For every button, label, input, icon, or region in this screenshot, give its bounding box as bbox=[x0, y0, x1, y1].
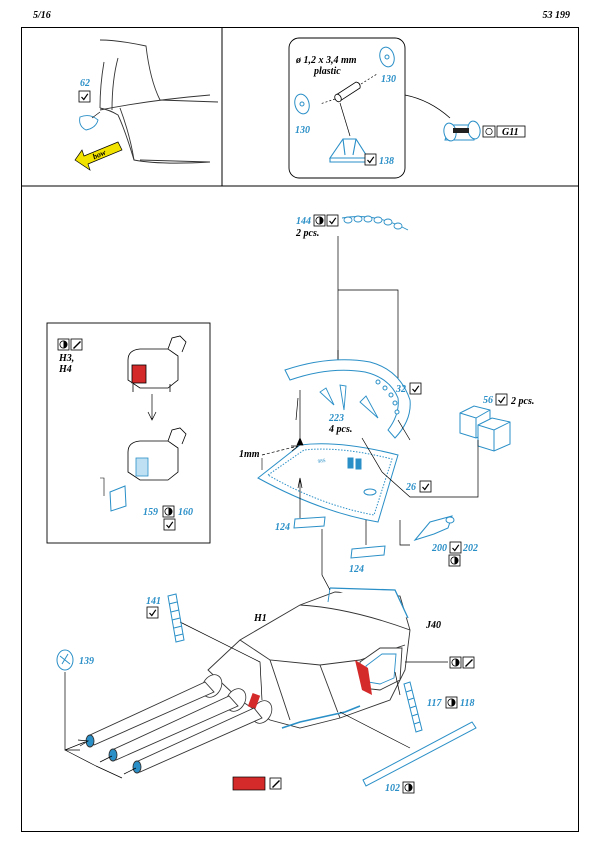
part-202: 202 bbox=[462, 543, 478, 554]
part-32: 32 bbox=[395, 384, 406, 395]
disc-130-top bbox=[379, 46, 395, 68]
part-139-disc bbox=[56, 649, 74, 671]
ref-label-g11: G11 bbox=[502, 127, 519, 138]
part-200-plate bbox=[413, 515, 455, 541]
paint-icon bbox=[57, 338, 70, 351]
bend-icon bbox=[78, 90, 91, 103]
part-200: 200 bbox=[431, 543, 447, 554]
bow-hull-drawing bbox=[79, 39, 219, 164]
ladder-141 bbox=[167, 593, 185, 643]
part-124-a: 124 bbox=[275, 522, 290, 533]
red-panel bbox=[355, 660, 372, 695]
red-swatch bbox=[232, 776, 266, 791]
instruction-frame bbox=[21, 27, 579, 832]
bend-icon bbox=[326, 214, 339, 227]
bend-icon bbox=[449, 541, 462, 554]
part-32-shield bbox=[284, 359, 411, 439]
part-118: 118 bbox=[460, 698, 474, 709]
part-56-boxes bbox=[459, 405, 511, 452]
bend-icon bbox=[409, 382, 422, 395]
part-223-fins bbox=[319, 384, 379, 419]
part-144-qty: 2 pcs. bbox=[295, 228, 319, 239]
stand-138 bbox=[328, 138, 369, 163]
part-62: 62 bbox=[80, 78, 90, 89]
part-159-plate bbox=[109, 485, 127, 512]
inset-box bbox=[46, 322, 211, 544]
gun-barrels bbox=[85, 681, 263, 774]
rod-spec: ø 1,2 x 3,4 mm bbox=[295, 55, 357, 66]
bend-icon bbox=[364, 153, 377, 166]
plate-marking: 98S bbox=[318, 459, 327, 465]
bend-icon bbox=[163, 518, 176, 531]
part-124-b: 124 bbox=[349, 564, 364, 575]
part-56: 56 bbox=[483, 395, 493, 406]
label-j40: J40 bbox=[425, 620, 441, 631]
brush-icon bbox=[269, 777, 282, 790]
bend-icon bbox=[495, 393, 508, 406]
paint-icon bbox=[445, 696, 458, 709]
disc-130-left bbox=[294, 93, 310, 115]
part-138: 138 bbox=[379, 156, 394, 167]
rangefinder-bottom bbox=[127, 427, 187, 481]
dimension-1mm: 1mm bbox=[239, 449, 260, 460]
part-159: 159 bbox=[143, 507, 158, 518]
label-h3: H3, bbox=[58, 353, 74, 364]
part-130-left: 130 bbox=[295, 125, 310, 136]
paint-icon bbox=[313, 214, 326, 227]
part-102: 102 bbox=[385, 783, 400, 794]
assembled-wheel bbox=[443, 120, 481, 142]
paint-icon bbox=[448, 554, 461, 567]
bend-icon bbox=[419, 480, 432, 493]
label-h4: H4 bbox=[58, 364, 72, 375]
brush-icon bbox=[70, 338, 83, 351]
part-130-top: 130 bbox=[381, 74, 396, 85]
plastic-rod bbox=[334, 81, 361, 103]
paint-icon bbox=[162, 505, 175, 518]
rangefinder-top bbox=[127, 335, 187, 392]
part-223: 223 bbox=[328, 413, 344, 424]
part-160: 160 bbox=[178, 507, 193, 518]
page-number: 5/16 bbox=[33, 10, 51, 21]
ref-g11 bbox=[482, 125, 526, 138]
ladder-117 bbox=[403, 681, 423, 733]
rod-material: plastic bbox=[313, 66, 341, 77]
subassembly-box bbox=[288, 37, 406, 179]
part-56-qty: 2 pcs. bbox=[510, 396, 534, 407]
part-139: 139 bbox=[79, 656, 94, 667]
part-144: 144 bbox=[296, 216, 311, 227]
part-117: 117 bbox=[427, 698, 442, 709]
part-102-strip bbox=[362, 721, 477, 787]
kit-code: 53 199 bbox=[542, 10, 571, 21]
paint-icon bbox=[449, 656, 462, 669]
paint-icon bbox=[402, 781, 415, 794]
label-h1: H1 bbox=[253, 613, 267, 624]
turret-top-plate bbox=[257, 443, 399, 523]
brush-icon bbox=[462, 656, 475, 669]
bow-arrow bbox=[74, 141, 123, 171]
part-124-strips bbox=[293, 516, 386, 559]
part-26: 26 bbox=[405, 482, 416, 493]
turret-body bbox=[207, 587, 411, 729]
part-141: 141 bbox=[146, 596, 161, 607]
bend-icon bbox=[146, 606, 159, 619]
part-144-strip bbox=[341, 215, 409, 231]
part-223-qty: 4 pcs. bbox=[328, 424, 352, 435]
